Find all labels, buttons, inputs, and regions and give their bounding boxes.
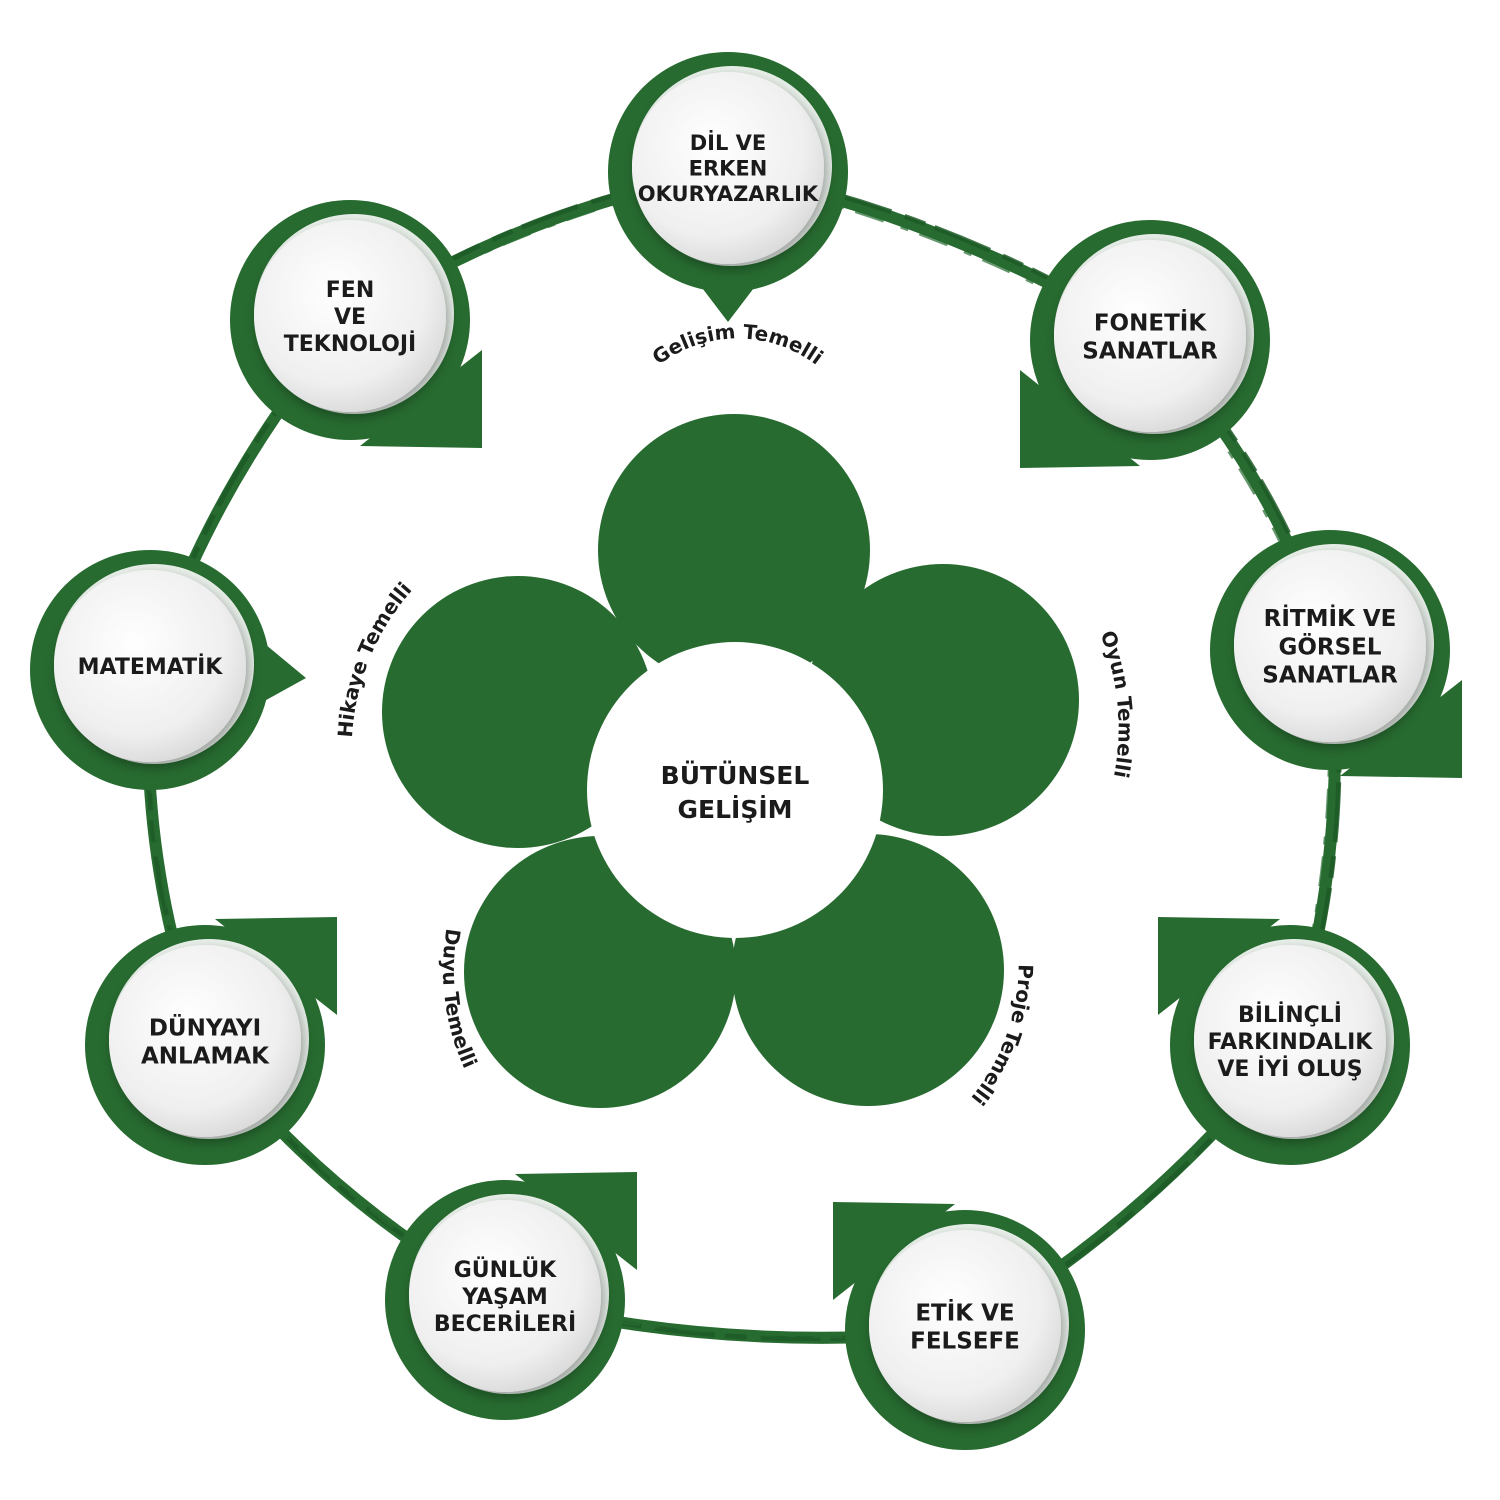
ring-stroke-brush (145, 166, 1342, 1342)
node-label-line: OKURYAZARLIK (638, 182, 819, 206)
node-label-line: SANATLAR (1262, 662, 1398, 688)
node-face (54, 570, 246, 762)
node-label-line: ETİK VE (915, 1298, 1014, 1326)
petal-label-text: Oyun Temelli (1096, 627, 1138, 780)
petal-5 (382, 576, 654, 848)
center-circle: BÜTÜNSEL GELİŞİM (587, 642, 883, 938)
petal-label-1: Gelişim Temelli (648, 319, 828, 369)
ring-stroke-brush-2 (144, 174, 1331, 1339)
node-label-line: VE İYİ OLUŞ (1217, 1056, 1362, 1082)
node-label-line: DÜNYAYI (149, 1013, 261, 1041)
topic-nodes: DİL VEERKENOKURYAZARLIKFONETİKSANATLARRİ… (30, 52, 1462, 1450)
node-label-line: TEKNOLOJİ (284, 331, 417, 357)
node-label-line: ERKEN (689, 157, 768, 181)
node-label-line: ANLAMAK (141, 1043, 270, 1069)
node-label-line: FONETİK (1094, 308, 1207, 336)
node-face (1054, 240, 1246, 432)
node-label-line: MATEMATİK (78, 654, 224, 680)
node-label-line: FARKINDALIK (1208, 1030, 1374, 1055)
topic-node-matematik: MATEMATİK (30, 550, 306, 790)
node-label-line: RİTMİK VE (1264, 604, 1397, 632)
node-face (1194, 945, 1386, 1137)
petal-1 (598, 414, 870, 686)
flower (382, 414, 1079, 1108)
connector-ring (142, 166, 1342, 1344)
node-label-line: SANATLAR (1082, 338, 1218, 364)
node-face (632, 72, 824, 264)
node-face (869, 1230, 1061, 1422)
node-face (254, 220, 446, 412)
node-label-line: GÖRSEL (1278, 632, 1381, 660)
center-disc (587, 642, 883, 938)
node-face (1234, 550, 1426, 742)
node-label-line: FEN (326, 278, 374, 303)
node-label-line: YAŞAM (461, 1285, 548, 1310)
node-label-line: DİL VE (690, 130, 767, 155)
petal-label-2: Oyun Temelli (1096, 627, 1138, 780)
center-label-line: BÜTÜNSEL (661, 760, 810, 790)
node-face (109, 945, 301, 1137)
node-label-line: VE (334, 305, 366, 330)
node-label-line: FELSEFE (910, 1328, 1020, 1354)
node-label-line: BECERİLERİ (434, 1311, 576, 1337)
petal-label-text: Gelişim Temelli (648, 319, 828, 369)
center-label-line: GELİŞİM (677, 794, 792, 824)
node-label-line: GÜNLÜK (454, 1257, 557, 1283)
node-face (409, 1200, 601, 1392)
node-label-line: BİLİNÇLİ (1238, 1002, 1342, 1028)
